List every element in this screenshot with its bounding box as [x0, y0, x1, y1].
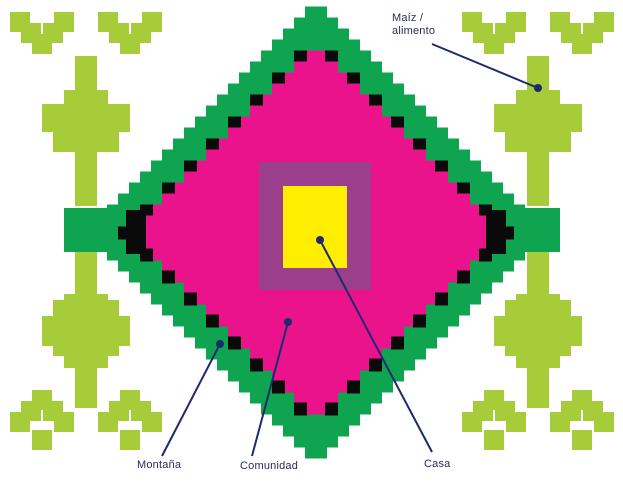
maize-leaf — [53, 300, 119, 356]
mountain-mark — [391, 337, 404, 350]
community-row — [261, 95, 371, 107]
pointer-casa-dot — [316, 236, 324, 244]
pointer-montana — [162, 344, 220, 456]
mountain-mark — [369, 359, 382, 372]
mountain-mark — [184, 293, 197, 306]
maize-pixel — [506, 12, 526, 32]
maize-pixel — [142, 412, 162, 432]
mountain-mark — [162, 271, 175, 284]
maize-leaf — [53, 132, 119, 152]
community-row — [305, 403, 327, 415]
mountain-mark — [435, 293, 448, 306]
mountain-row — [294, 18, 338, 30]
pointer-montana-dot — [216, 340, 224, 348]
maize-stalk — [75, 152, 97, 206]
maize-pixel — [54, 412, 74, 432]
maize-leaf — [505, 132, 571, 152]
mountain-mark — [347, 381, 360, 394]
mountain-mark — [457, 271, 470, 284]
maize-pixel — [484, 430, 504, 450]
community-row — [206, 304, 426, 316]
community-row — [250, 348, 382, 360]
community-row — [283, 73, 349, 85]
mountain-mark — [206, 315, 219, 328]
maize-pixel — [54, 12, 74, 32]
community-row — [228, 326, 404, 338]
mountain-row — [283, 29, 349, 41]
mountain-mark — [325, 403, 338, 416]
label-comunidad: Comunidad — [240, 460, 298, 473]
mountain-row — [294, 436, 338, 448]
community-row — [217, 315, 415, 327]
label-casa: Casa — [424, 458, 450, 471]
community-row — [206, 150, 426, 162]
mountain-mark — [272, 381, 285, 394]
mountain-row — [272, 414, 360, 426]
maize-pixel — [594, 412, 614, 432]
mountain-mark — [413, 315, 426, 328]
mountain-row — [283, 425, 349, 437]
mountain-mark — [250, 359, 263, 372]
community-row — [294, 62, 338, 74]
mountain-mark — [294, 403, 307, 416]
community-row — [272, 370, 360, 382]
community-row — [294, 392, 338, 404]
community-row — [239, 337, 393, 349]
community-row — [228, 128, 404, 140]
label-maiz: Maíz / alimento — [392, 12, 452, 38]
maize-stalk — [527, 368, 549, 408]
community-row — [283, 381, 349, 393]
community-row — [250, 106, 382, 118]
community-row — [272, 84, 360, 96]
maize-stalk — [75, 250, 97, 294]
maize-pixel — [120, 430, 140, 450]
pointer-comunidad-dot — [284, 318, 292, 326]
mountain-mark — [228, 337, 241, 350]
house-square — [283, 186, 347, 268]
community-row — [305, 51, 327, 63]
maize-pixel — [142, 12, 162, 32]
community-row — [239, 117, 393, 129]
maize-pixel — [594, 12, 614, 32]
maize-stalk — [75, 368, 97, 408]
pointer-maiz-dot — [534, 84, 542, 92]
community-row — [217, 139, 415, 151]
mountain-row — [305, 447, 327, 459]
community-row — [195, 293, 437, 305]
label-montana: Montaña — [137, 459, 181, 472]
mountain-mark — [486, 210, 506, 254]
maize-stalk — [527, 152, 549, 206]
maize-stalk — [527, 250, 549, 294]
mountain-mark — [126, 210, 146, 254]
maize-pixel — [506, 412, 526, 432]
maize-leaf — [505, 300, 571, 356]
maize-pixel — [572, 430, 592, 450]
mountain-row — [305, 7, 327, 19]
maize-pixel — [32, 430, 52, 450]
mountain-row — [272, 40, 360, 52]
